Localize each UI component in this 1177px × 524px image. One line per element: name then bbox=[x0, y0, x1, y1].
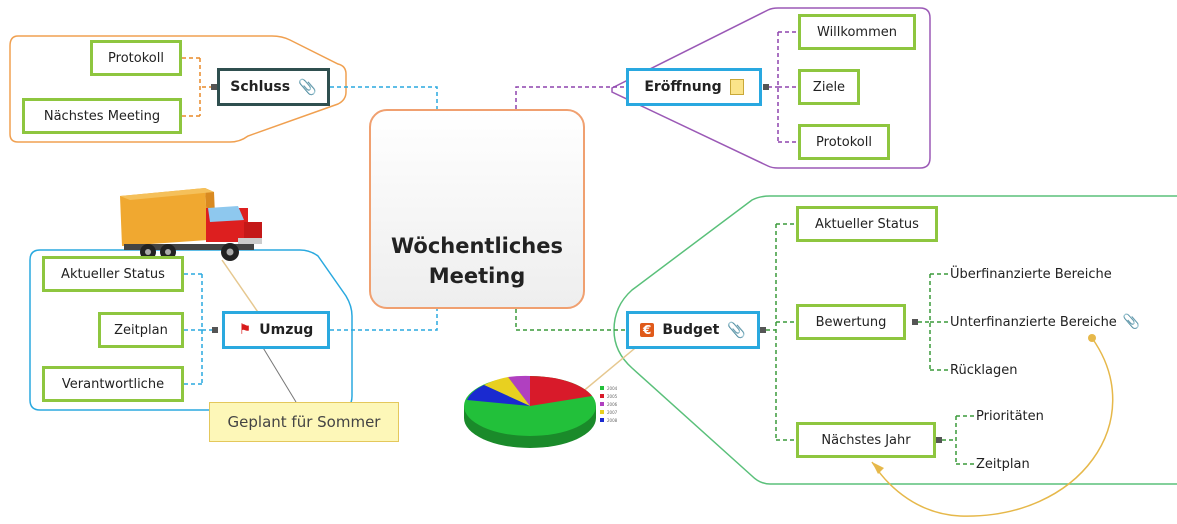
central-title-line1: Wöchentliches bbox=[390, 234, 563, 258]
topic-eroeffnung-label: Eröffnung bbox=[644, 79, 722, 95]
topic-schluss[interactable]: Schluss 📎 bbox=[217, 68, 330, 106]
naechstes-jahr-child-label: Zeitplan bbox=[976, 456, 1030, 472]
truck-pointer bbox=[221, 259, 263, 319]
connector-eroeffnung bbox=[515, 86, 626, 109]
note-icon[interactable] bbox=[729, 79, 744, 95]
naechstes-jahr-collapse-handle[interactable] bbox=[936, 437, 942, 443]
bewertung-collapse-handle[interactable] bbox=[912, 319, 918, 325]
connector-budget-children bbox=[766, 223, 796, 441]
callout-geplant-fuer-sommer[interactable]: Geplant für Sommer bbox=[209, 402, 399, 442]
naechstes-jahr-child-prioritaeten[interactable]: Prioritäten bbox=[976, 404, 1044, 428]
topic-umzug-label: Umzug bbox=[259, 322, 314, 338]
budget-item-label: Nächstes Jahr bbox=[821, 432, 911, 448]
umzug-item-label: Aktueller Status bbox=[61, 266, 165, 282]
umzug-item-label: Zeitplan bbox=[114, 322, 168, 338]
central-topic[interactable]: Wöchentliches Meeting bbox=[369, 109, 585, 309]
eroeffnung-boundary bbox=[611, 7, 931, 169]
eroeffnung-item-protokoll[interactable]: Protokoll bbox=[798, 124, 890, 160]
connector-schluss bbox=[330, 86, 438, 109]
topic-budget[interactable]: € Budget 📎 bbox=[626, 311, 760, 349]
relationship-start-dot bbox=[1088, 334, 1096, 342]
budget-item-bewertung[interactable]: Bewertung bbox=[796, 304, 906, 340]
umzug-item-aktueller-status[interactable]: Aktueller Status bbox=[42, 256, 184, 292]
svg-text:2006: 2006 bbox=[607, 402, 618, 407]
schluss-item-naechstes-meeting[interactable]: Nächstes Meeting bbox=[22, 98, 182, 134]
topic-umzug[interactable]: ⚑ Umzug bbox=[222, 311, 330, 349]
budget-item-naechstes-jahr[interactable]: Nächstes Jahr bbox=[796, 422, 936, 458]
connector-umzug bbox=[330, 309, 438, 331]
paperclip-icon[interactable]: 📎 bbox=[298, 78, 317, 96]
budget-item-label: Aktueller Status bbox=[815, 216, 919, 232]
connector-umzug-children bbox=[184, 273, 213, 385]
callout-text: Geplant für Sommer bbox=[227, 413, 381, 431]
bewertung-child-label: Rücklagen bbox=[950, 362, 1018, 378]
bewertung-child-ruecklagen[interactable]: Rücklagen bbox=[950, 358, 1017, 382]
eroeffnung-item-ziele[interactable]: Ziele bbox=[798, 69, 860, 105]
naechstes-jahr-child-zeitplan[interactable]: Zeitplan bbox=[976, 452, 1030, 476]
umzug-item-zeitplan[interactable]: Zeitplan bbox=[98, 312, 184, 348]
euro-icon: € bbox=[640, 323, 655, 337]
schluss-item-protokoll[interactable]: Protokoll bbox=[90, 40, 182, 76]
budget-item-aktueller-status[interactable]: Aktueller Status bbox=[796, 206, 938, 242]
eroeffnung-item-label: Ziele bbox=[812, 79, 846, 95]
eroeffnung-item-label: Willkommen bbox=[817, 24, 897, 40]
schluss-boundary bbox=[9, 35, 347, 143]
topic-schluss-label: Schluss bbox=[230, 79, 291, 95]
budget-item-label: Bewertung bbox=[815, 314, 887, 330]
svg-text:2007: 2007 bbox=[607, 410, 618, 415]
umzug-collapse-handle[interactable] bbox=[212, 327, 218, 333]
umzug-item-label: Verantwortliche bbox=[61, 376, 165, 392]
connector-schluss-children bbox=[182, 57, 213, 117]
eroeffnung-item-label: Protokoll bbox=[816, 134, 872, 150]
svg-text:2004: 2004 bbox=[607, 386, 618, 391]
schluss-item-label: Nächstes Meeting bbox=[43, 108, 161, 124]
budget-collapse-handle[interactable] bbox=[760, 327, 766, 333]
red-flag-icon: ⚑ bbox=[238, 322, 252, 338]
pie-chart-image: 2004 2005 2006 2007 2008 bbox=[464, 375, 618, 448]
truck-illustration bbox=[120, 188, 262, 261]
callout-pointer-umzug bbox=[261, 345, 297, 403]
bewertung-child-unterfinanziert[interactable]: Unterfinanzierte Bereiche 📎 bbox=[950, 310, 1140, 334]
relationship-arrowhead bbox=[872, 462, 884, 474]
connector-eroeffnung-children bbox=[768, 31, 798, 143]
schluss-collapse-handle[interactable] bbox=[211, 84, 217, 90]
eroeffnung-collapse-handle[interactable] bbox=[763, 84, 769, 90]
svg-text:2005: 2005 bbox=[607, 394, 618, 399]
schluss-item-label: Protokoll bbox=[108, 50, 164, 66]
bewertung-child-ueberfinanziert[interactable]: Überfinanzierte Bereiche bbox=[950, 262, 1112, 286]
topic-budget-label: Budget bbox=[662, 322, 720, 338]
connector-bewertung-children bbox=[918, 273, 948, 371]
paperclip-icon[interactable]: 📎 bbox=[1122, 314, 1141, 330]
paperclip-icon[interactable]: 📎 bbox=[727, 321, 746, 339]
naechstes-jahr-child-label: Prioritäten bbox=[976, 408, 1044, 424]
central-title-line2: Meeting bbox=[428, 264, 526, 288]
relationship-curve[interactable] bbox=[871, 337, 1114, 517]
pie-pointer bbox=[574, 343, 641, 399]
eroeffnung-item-willkommen[interactable]: Willkommen bbox=[798, 14, 916, 50]
bewertung-child-label: Unterfinanzierte Bereiche bbox=[950, 314, 1117, 330]
connector-naechstes-jahr-children bbox=[942, 415, 974, 465]
svg-text:2008: 2008 bbox=[607, 418, 618, 423]
bewertung-child-label: Überfinanzierte Bereiche bbox=[950, 266, 1112, 282]
topic-eroeffnung[interactable]: Eröffnung bbox=[626, 68, 762, 106]
connector-budget bbox=[515, 309, 626, 331]
umzug-item-verantwortliche[interactable]: Verantwortliche bbox=[42, 366, 184, 402]
